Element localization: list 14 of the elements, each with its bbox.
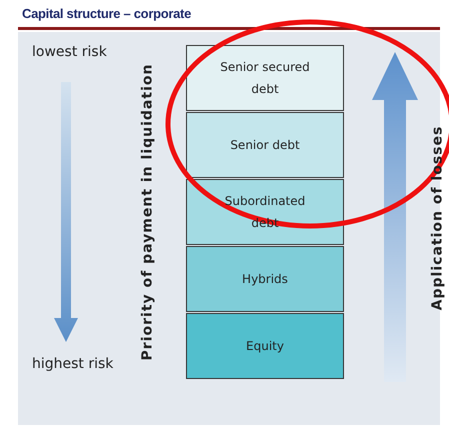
diagram-title: Capital structure – corporate bbox=[22, 6, 192, 21]
layer-label: Senior debt bbox=[229, 137, 301, 154]
axis-label: Application of losses bbox=[428, 126, 445, 310]
layer-box bbox=[186, 112, 344, 178]
risk-label: highest risk bbox=[32, 356, 114, 372]
layer-label: Hybrids bbox=[241, 271, 289, 288]
layer-box bbox=[186, 246, 344, 312]
layer-label: Senior secured debt bbox=[219, 59, 311, 98]
risk-label: lowest risk bbox=[32, 44, 107, 60]
layer-box bbox=[186, 179, 344, 245]
axis-label: Priority of payment in liquidation bbox=[138, 64, 155, 360]
layer-box bbox=[186, 45, 344, 111]
layer-label: Equity bbox=[245, 338, 285, 355]
layer-box bbox=[186, 313, 344, 379]
